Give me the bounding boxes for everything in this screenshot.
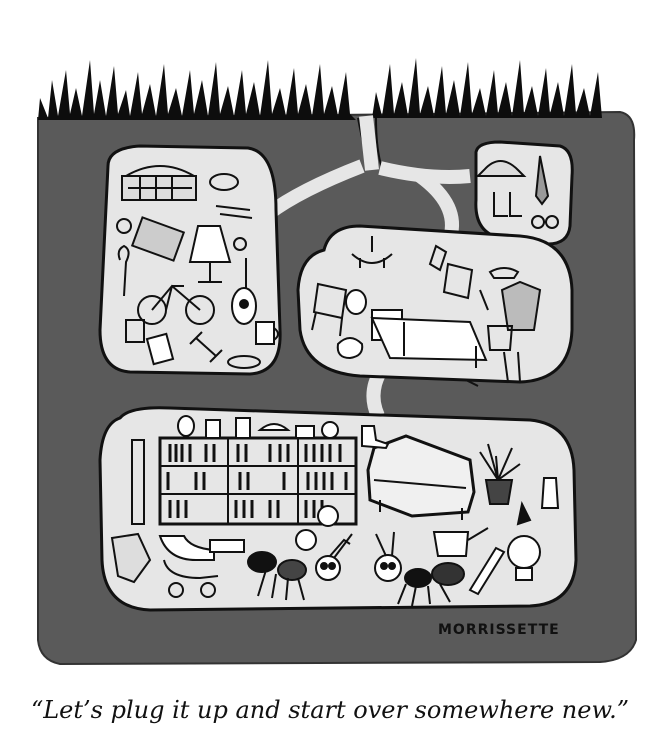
cartoon-panel [37, 58, 638, 666]
middle-right-objects [311, 236, 542, 387]
chamber-middle-right [296, 224, 574, 384]
artist-signature: MORRISSETTE [438, 622, 560, 638]
cartoon-caption: “Let’s plug it up and start over somewhe… [30, 696, 630, 724]
ant-right [374, 531, 465, 607]
upper-left-objects [116, 165, 279, 369]
chamber-upper-right-small [474, 140, 574, 246]
ant-left [247, 533, 353, 601]
upper-right-objects [475, 155, 559, 229]
bottom-objects [110, 415, 560, 598]
grass-top [38, 58, 602, 120]
